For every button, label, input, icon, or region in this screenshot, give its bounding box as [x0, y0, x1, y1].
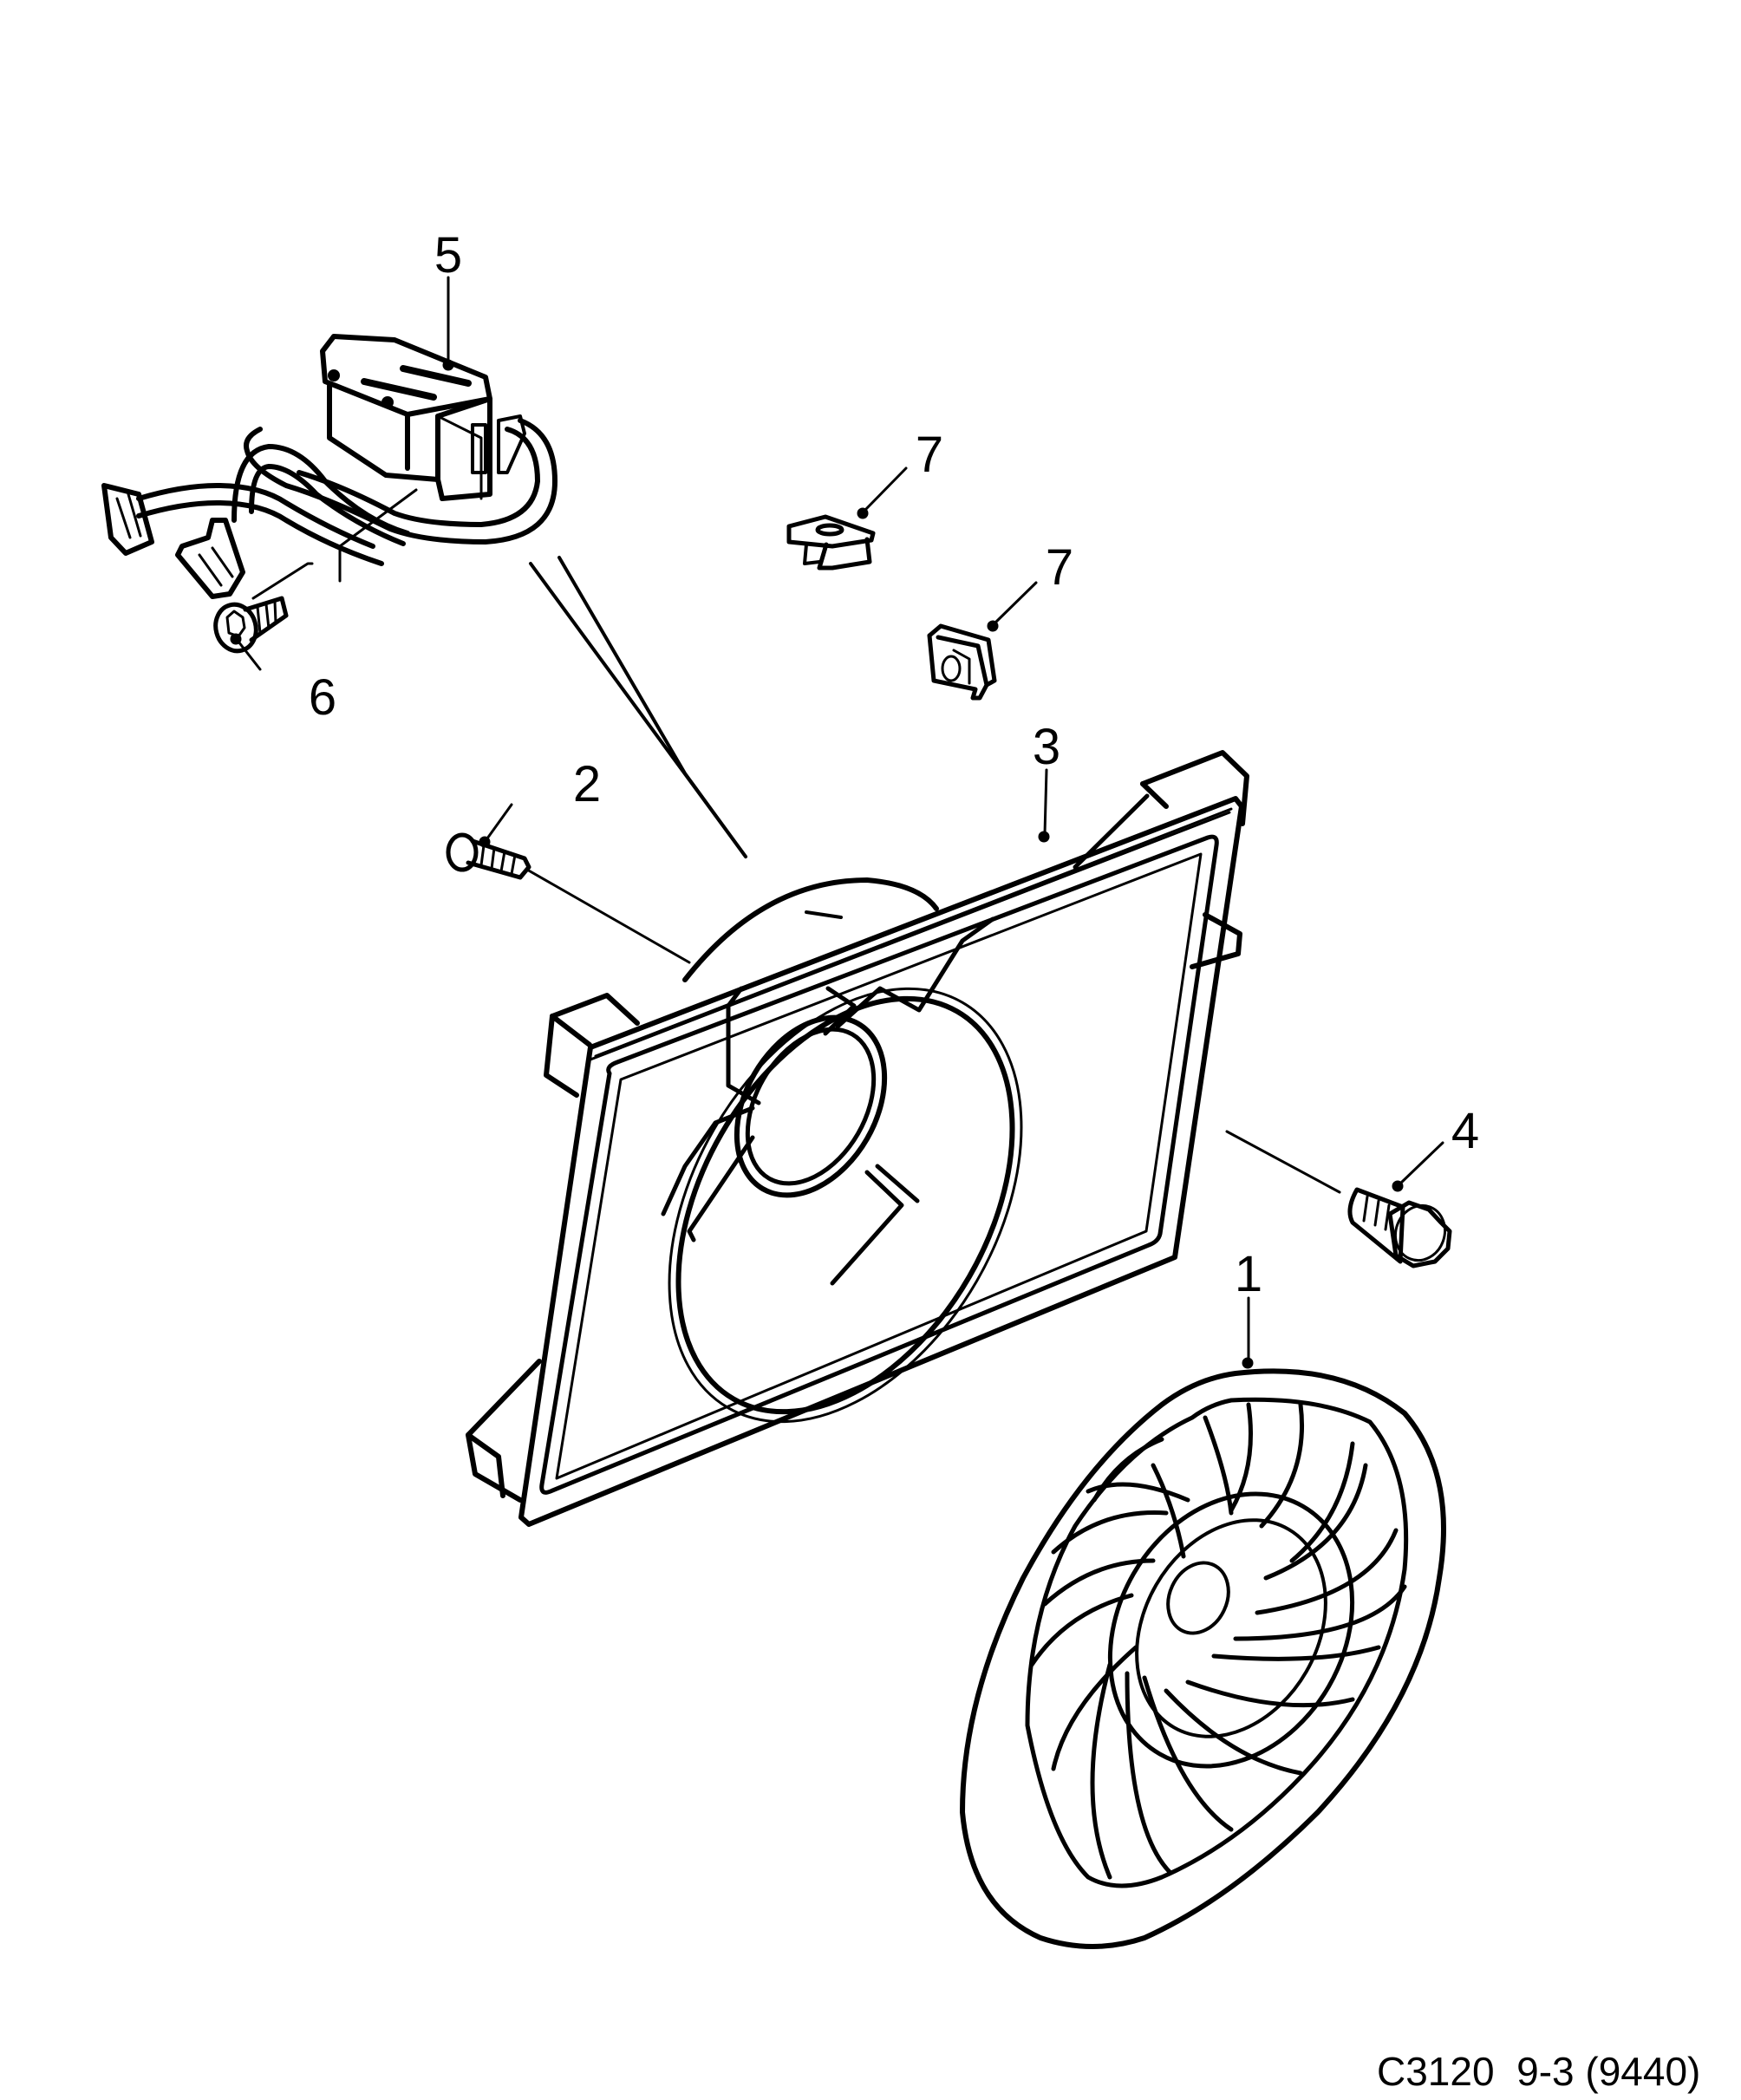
- fan-shroud-frame: [466, 750, 1249, 1527]
- screw-left: [446, 832, 531, 880]
- callout-6: 6: [308, 669, 337, 726]
- assembly-leader-6b: [251, 562, 314, 600]
- callout-4: 4: [1451, 1103, 1480, 1159]
- callout-7-upper: 7: [915, 427, 944, 483]
- torx-screw: [213, 596, 289, 654]
- callout-7-lower: 7: [1045, 539, 1074, 596]
- callout-5: 5: [434, 227, 463, 284]
- wire-harness: [101, 418, 558, 599]
- clip-nut-upper: [786, 514, 876, 571]
- callout-3: 3: [1032, 719, 1061, 775]
- leader-2-dashed: [525, 868, 691, 964]
- fan-impeller: [960, 1368, 1446, 1949]
- fan-control-module: [320, 334, 526, 501]
- clip-nut-lower: [927, 623, 997, 701]
- callout-leaders: [230, 276, 1444, 1369]
- bolt-right: [1225, 1130, 1452, 1268]
- assembly-leader-6: [338, 488, 418, 583]
- callout-1: 1: [1234, 1246, 1263, 1302]
- callout-2: 2: [572, 756, 602, 812]
- diagram-reference-code: C3120 9-3 (9440): [1377, 2049, 1701, 2094]
- tapered-pointer: [529, 556, 747, 858]
